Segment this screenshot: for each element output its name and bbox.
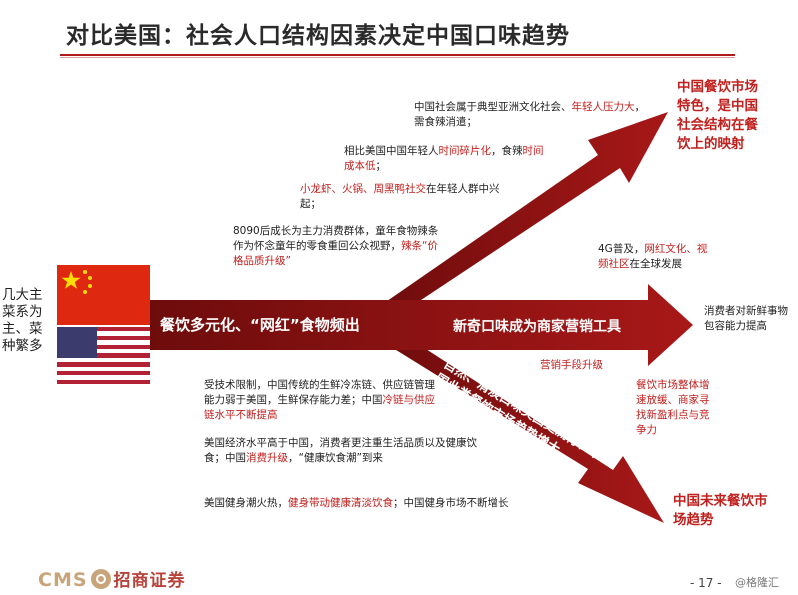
china-flag	[57, 265, 150, 325]
note-4g-internet: 4G普及，网红文化、视频社区在全球发展	[598, 243, 708, 270]
outcome-lower: 中国未来餐饮市场趋势	[673, 493, 768, 528]
title-rule-thin	[60, 57, 735, 58]
note-8090-spicy-snack: 8090后成长为主力消费群体，童年食物辣条作为怀念童年的零食重回公众视野，辣条“…	[233, 225, 439, 267]
flag-canton	[57, 327, 97, 358]
outcome-upper: 中国餐饮市场特色，是中国社会结构在餐饮上的映射	[677, 79, 758, 152]
arrow-lower	[380, 340, 664, 523]
note-asian-culture: 中国社会属于典型亚洲文化社会、年轻人压力大，需食辣消遣；	[414, 101, 645, 128]
page-title: 对比美国：社会人口结构因素决定中国口味趋势	[66, 23, 570, 49]
arrow-middle	[150, 284, 693, 366]
page-number: - 17 -	[690, 576, 722, 590]
note-market-slowdown: 餐饮市场整体增速放缓、商家寻找新盈利点与竞争力	[636, 379, 710, 436]
note-consumption-upgrade: 美国经济水平高于中国，消费者更注重生活品质以及健康饮食；中国消费升级，“健康饮食…	[204, 437, 477, 464]
left-label: 几大主菜系为主、菜种繁多	[2, 287, 43, 354]
center-band-label: 餐饮多元化、“网红”食物频出	[160, 316, 360, 334]
star-icon	[61, 270, 92, 294]
note-fitness-trend: 美国健身潮火热，健身带动健康清淡饮食；中国健身市场不断增长	[204, 497, 509, 509]
title-rule	[60, 54, 735, 56]
note-consumer-tolerance: 消费者对新鲜事物包容能力提高	[704, 305, 788, 332]
cms-logo-icon	[90, 569, 111, 589]
usa-flag	[57, 327, 150, 384]
watermark: @格隆汇	[735, 576, 779, 589]
note-cold-chain: 受技术限制，中国传统的生鲜冷冻链、供应链管理能力弱于美国，生鲜保存能力差；中国冷…	[204, 379, 435, 421]
note-marketing-upgrade: 营销手段升级	[540, 359, 603, 371]
middle-branch-label: 新奇口味成为商家营销工具	[453, 319, 621, 335]
note-fragmented-time: 相比美国中国年轻人时间碎片化，食辣时间成本低；	[344, 145, 544, 172]
note-crayfish-social: 小龙虾、火锅、周黑鸭社交在年轻人群中兴起；	[300, 183, 500, 210]
arrow-upper	[380, 112, 668, 306]
